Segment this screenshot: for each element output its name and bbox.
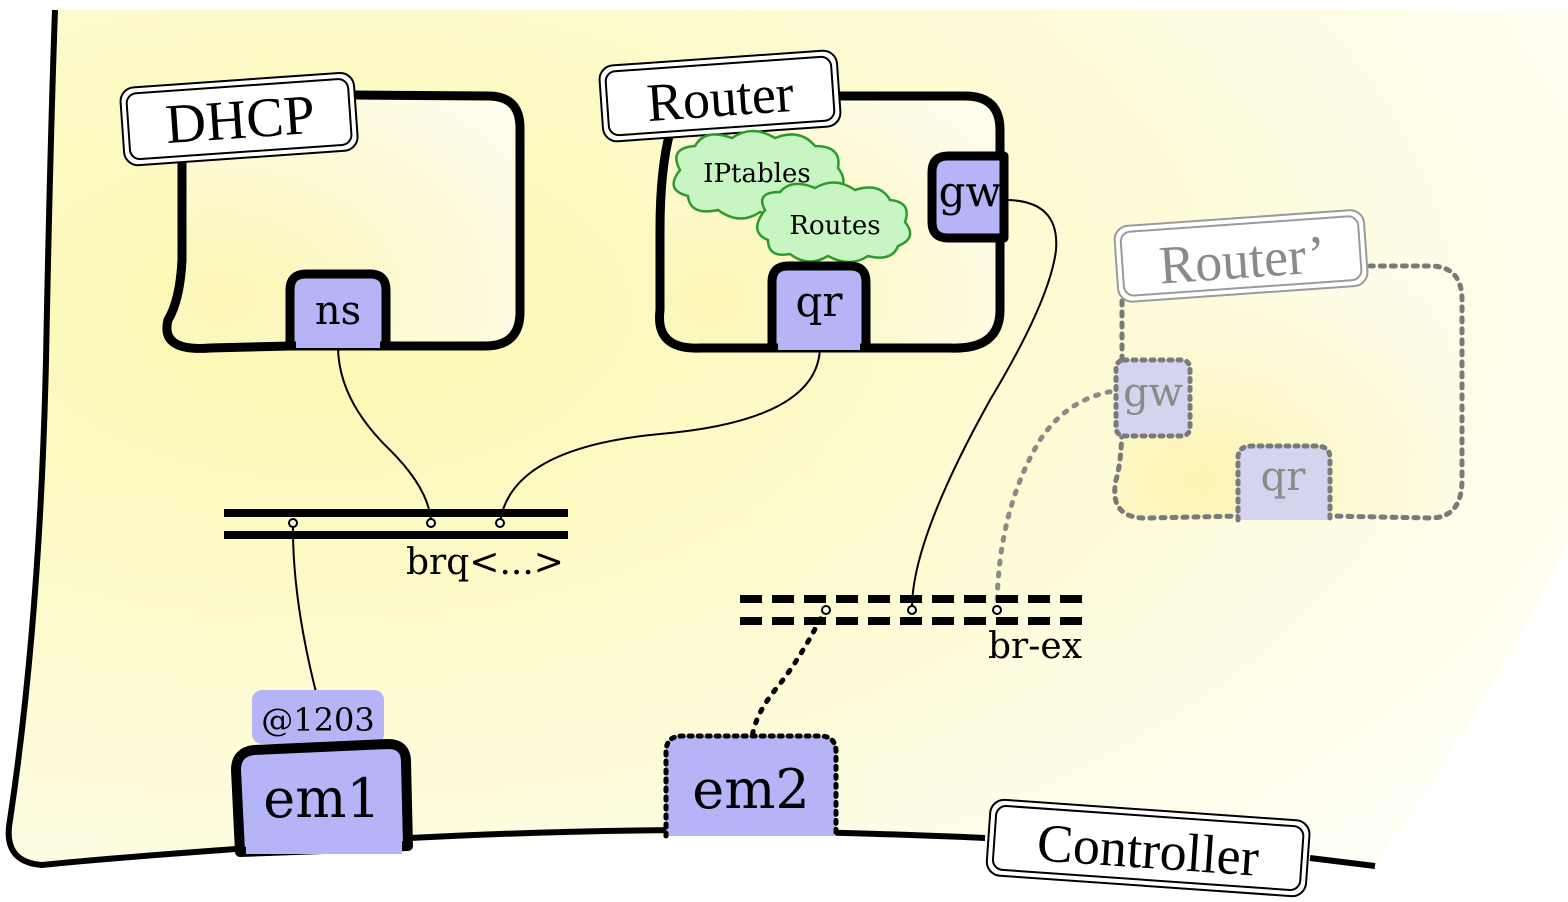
router-title: Router (645, 63, 796, 133)
vlan-label: @1203 (261, 701, 374, 739)
router-prime-label: Router’ (1113, 209, 1369, 303)
em1-interface: em1 (231, 739, 413, 857)
qr-label: qr (796, 277, 844, 326)
brq-bridge: brq<...> (224, 509, 568, 583)
qr-port: qr (767, 261, 871, 353)
routes-cloud: Routes (756, 181, 912, 264)
dhcp-title: DHCP (163, 84, 316, 156)
gw-prime-port: gw (1113, 357, 1193, 439)
br-ex-port-gw (907, 605, 917, 615)
brq-port-qr (495, 518, 505, 528)
gw-label: gw (939, 167, 1002, 216)
br-ex-port-em2 (821, 605, 831, 615)
router-prime-title: Router’ (1157, 224, 1328, 296)
routes-label: Routes (789, 211, 880, 241)
qr-prime-label: qr (1261, 454, 1307, 500)
em2-label: em2 (692, 758, 810, 821)
vlan-tag: @1203 (252, 690, 384, 744)
dhcp-label: DHCP (119, 71, 359, 167)
qr-prime-port: qr (1235, 443, 1333, 523)
gw-port: gw (927, 151, 1009, 243)
brq-label: brq<...> (406, 542, 564, 583)
brq-port-ns (426, 518, 436, 528)
br-ex-port-gw-prime (992, 605, 1002, 615)
connection-lines (291, 199, 1125, 741)
em1-label: em1 (263, 767, 381, 830)
controller-label: Controller (985, 798, 1311, 898)
brq-port-em1 (288, 518, 298, 528)
gw-prime-label: gw (1123, 370, 1183, 416)
ns-port: ns (285, 269, 391, 351)
br-ex-label: br-ex (988, 626, 1082, 667)
router-label: Router (598, 49, 842, 143)
em2-interface: em2 (663, 733, 839, 839)
ns-label: ns (315, 288, 361, 334)
br-ex-bridge: br-ex (740, 595, 1083, 667)
